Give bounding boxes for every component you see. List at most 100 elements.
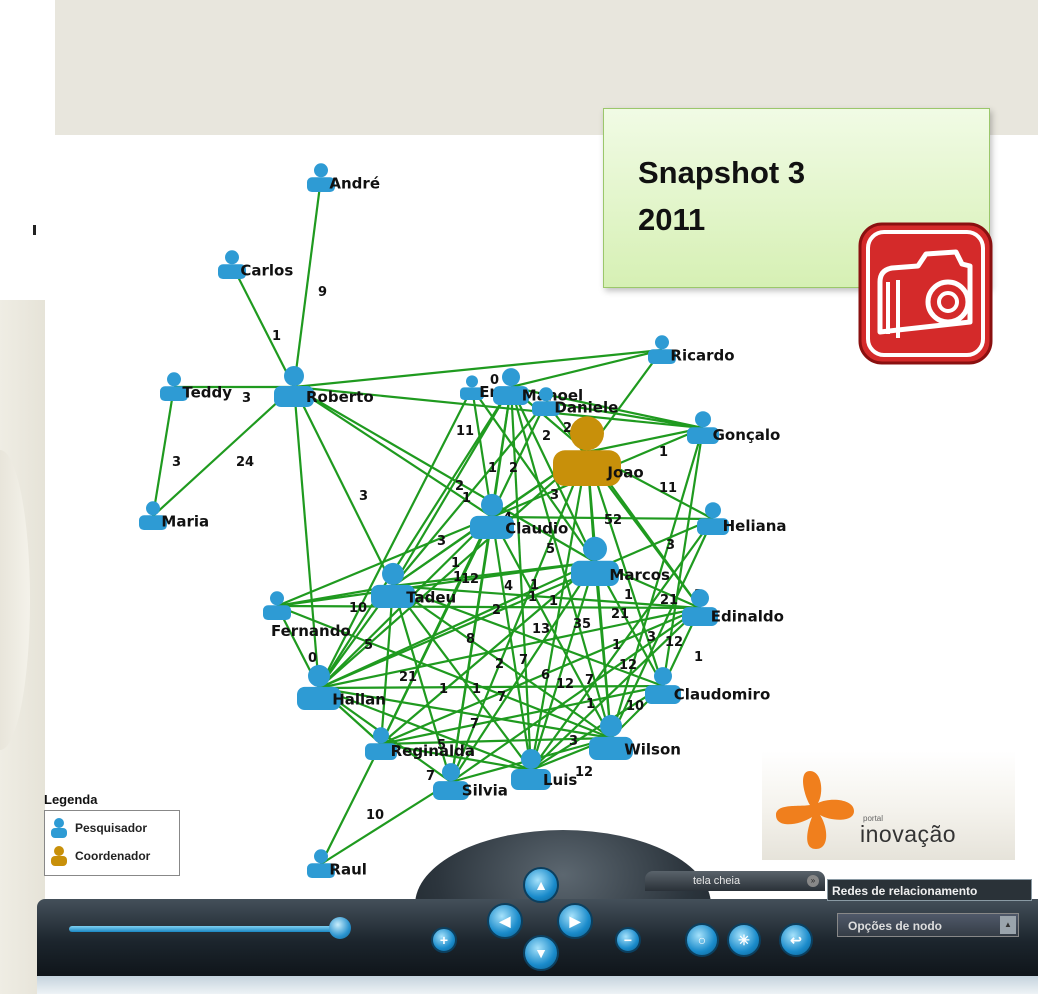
edge-weight-label: 1 [488,461,497,476]
edge-weight-label: 7 [470,717,479,732]
edge-weight-label: 7 [497,690,506,705]
legend-item-coordenador: Coordenador [49,842,175,870]
node-raul[interactable]: Raul [307,849,367,879]
node-maria[interactable]: Maria [139,501,209,531]
edge-weight-label: 3 [647,630,656,645]
edge-weight-label: 1 [694,650,703,665]
node-marcos[interactable]: Marcos [571,536,670,586]
node-carlos[interactable]: Carlos [218,250,293,280]
node-heliana[interactable]: Heliana [697,502,787,535]
edge-weight-label: 24 [236,455,254,470]
node-joao[interactable]: Joao [553,416,644,486]
edge-weight-label: 9 [318,285,327,300]
pan-down-icon[interactable]: ▼ [523,935,559,971]
graph-edge [449,516,494,783]
edge-weight-label: 3 [359,489,368,504]
node-roberto[interactable]: Roberto [274,366,374,407]
node-hallan[interactable]: Hallan [297,664,386,710]
graph-edge [491,515,714,521]
redes-de-relacionamento-button[interactable]: Redes de relacionamento [827,879,1032,901]
graph-edge [293,386,596,563]
graph-edge [276,515,493,608]
graph-edge [318,686,532,772]
edge-weight-label: 21 [399,670,417,685]
person-icon-body [371,584,415,608]
person-icon-body [589,736,633,760]
logo-brand-text: inovação [860,821,957,847]
node-goncalo[interactable]: Gonçalo [687,411,780,444]
node-tadeu[interactable]: Tadeu [371,562,456,608]
person-icon-head [466,375,478,388]
layout-icon[interactable]: ✳ [727,923,761,957]
pan-left-icon[interactable]: ◀ [487,903,523,939]
person-icon-head [481,493,503,516]
node-teddy[interactable]: Teddy [160,372,232,402]
node-ricardo[interactable]: Ricardo [648,335,735,365]
edge-weight-label: 3 [569,734,578,749]
node-fernando[interactable]: Fernando [263,591,351,640]
legend-title: Legenda [44,792,98,807]
fullscreen-tab[interactable]: tela cheia» [645,871,825,891]
back-icon[interactable]: ↩ [779,923,813,957]
person-icon-body [274,386,314,407]
node-luis[interactable]: Luis [511,749,577,790]
node-edinaldo[interactable]: Edinaldo [682,589,784,626]
control-toolbar: + ▲ ◀ ▶ ▼ − ○ ✳ ↩ tela cheia» Redes de r… [37,830,1038,994]
graph-edge [318,451,588,689]
edge-weight-label: 13 [532,622,550,637]
reset-view-icon[interactable]: ○ [685,923,719,957]
zoom-in-icon[interactable]: + [431,927,457,953]
node-andre[interactable]: André [307,163,380,193]
person-icon-body [263,605,291,620]
zoom-slider-handle[interactable] [329,917,351,939]
dropdown-arrow-icon[interactable]: ▲ [1000,916,1016,934]
person-icon-head [382,562,404,585]
person-icon-head [314,163,328,178]
node-er[interactable]: Er [460,375,497,401]
node-options-select[interactable]: Opções de nodo▲ [837,913,1019,937]
node-daniele[interactable]: Daniele [532,387,618,417]
graph-nodes[interactable]: AndréCarlosRobertoTeddyMariaRicardoErMan… [139,163,787,879]
edge-weight-label: 0 [490,373,499,388]
inovacao-logo-mark [776,771,854,849]
edge-weight-label: 10 [349,601,367,616]
person-icon-body [297,686,341,710]
node-silvia[interactable]: Silvia [433,763,508,800]
graph-edge [276,560,596,608]
edge-labels: 9133243011221122313415152111131242111335… [172,285,703,823]
node-reginalda[interactable]: Reginalda [365,727,475,760]
graph-edge [392,584,701,610]
graph-edge [530,518,714,771]
graph-edge [380,742,532,772]
edge-weight-label: 2 [509,461,518,476]
zoom-slider[interactable] [69,926,349,932]
person-icon-head [225,250,239,265]
edge-weight-label: 7 [519,653,528,668]
graph-edge [293,386,394,587]
person-icon-head [308,664,330,687]
graph-edge [449,451,589,783]
zoom-out-icon[interactable]: − [615,927,641,953]
person-icon-body [645,685,681,704]
node-claudomiro[interactable]: Claudomiro [645,667,770,704]
edge-weight-label: 11 [456,424,474,439]
node-label: Edinaldo [711,608,784,626]
person-icon-body [365,743,397,760]
edge-weight-label: 1 [451,556,460,571]
fullscreen-toggle-icon[interactable]: » [807,875,819,887]
edge-weight-label: 5 [437,738,446,753]
node-label: Heliana [723,517,787,535]
edge-weight-label: 2 [492,603,501,618]
graph-edge [318,560,596,690]
person-icon-body [307,177,335,192]
pan-up-icon[interactable]: ▲ [523,867,559,903]
node-claudio[interactable]: Claudio [470,493,568,539]
node-label: Wilson [624,741,681,759]
graph-edge [380,606,701,746]
pan-right-icon[interactable]: ▶ [557,903,593,939]
edge-weight-label: 1 [612,638,621,653]
graph-edge [392,401,547,587]
edge-weight-label: 1 [549,594,558,609]
node-wilson[interactable]: Wilson [589,714,681,760]
